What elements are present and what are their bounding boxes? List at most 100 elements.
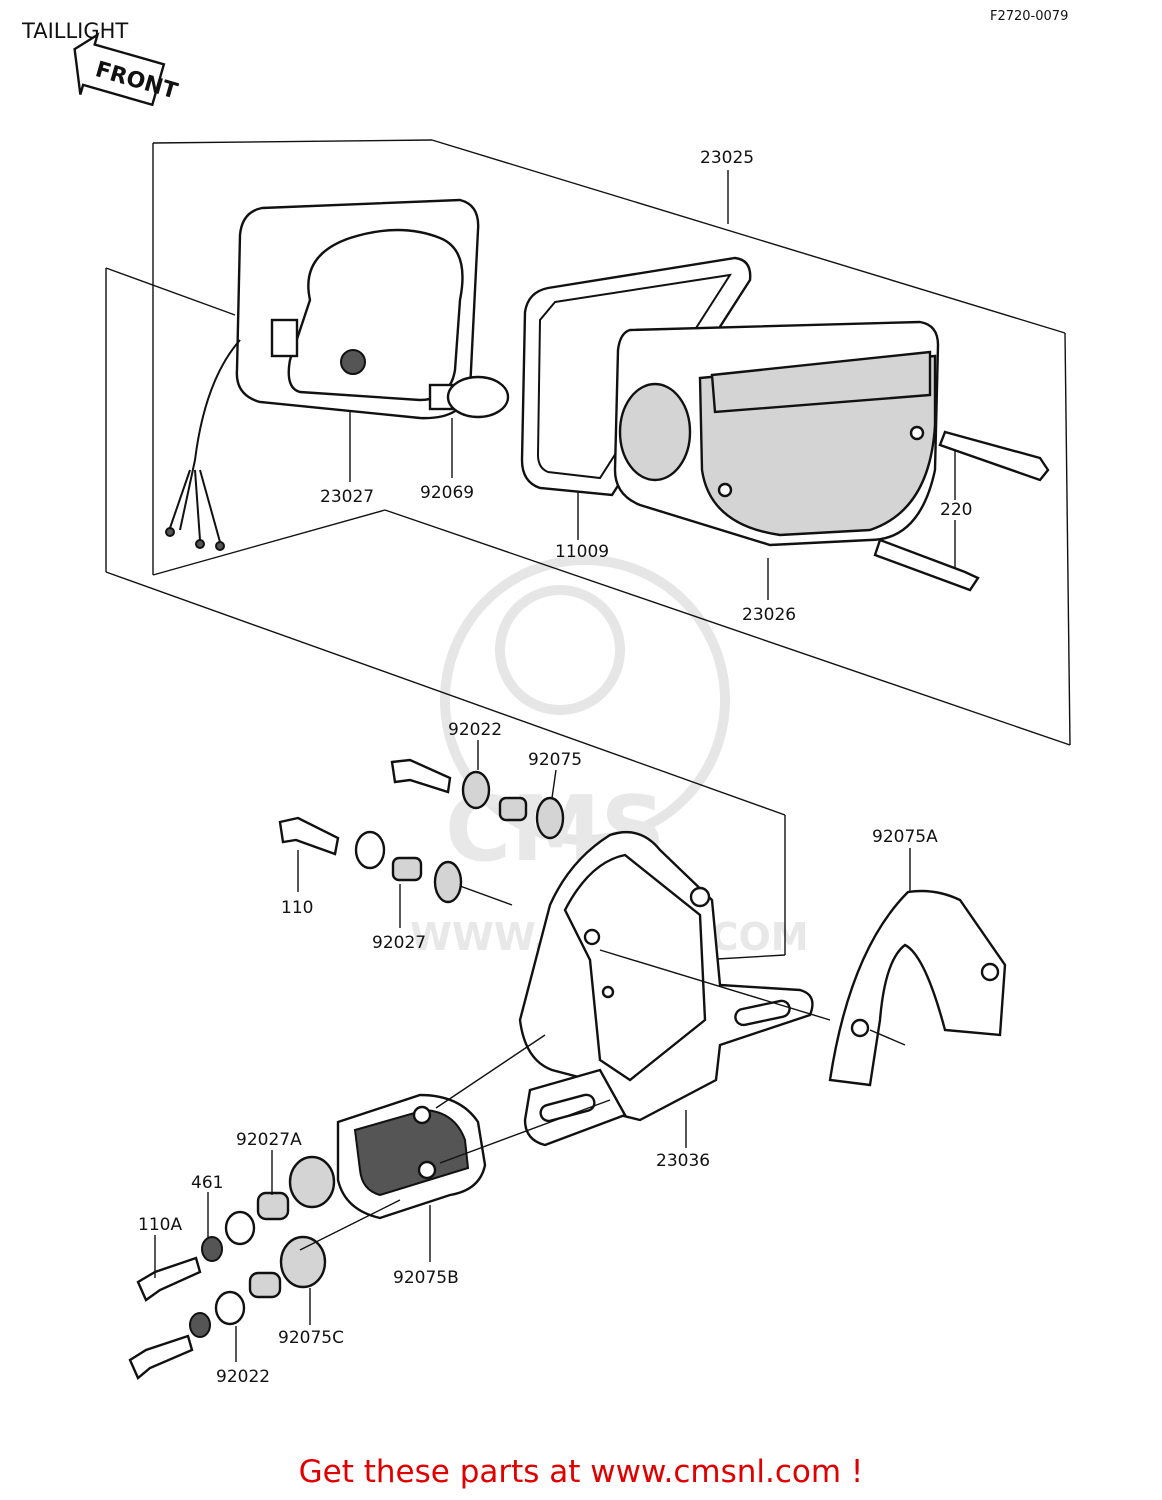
screw-lower [873,538,980,592]
screws-220 [873,430,1050,592]
gasket-inner [536,273,733,480]
label-23036: 23036 [656,1151,710,1171]
bracket-hole-1 [583,928,601,946]
stay-hole-lower [850,1018,870,1038]
diagram-title: TAILLIGHT [21,19,128,43]
leader-bracket-stay [599,949,831,1021]
upper-fasteners [390,740,565,840]
collar-lower-small [248,1271,282,1299]
label-92022-upper: 92022 [448,720,502,740]
wire-3 [199,469,221,543]
wire-1 [169,469,191,529]
collar-92027 [391,856,423,882]
grommet-lower [433,860,463,904]
stay-92075A [828,848,1007,1087]
stay-plate [828,889,1007,1087]
label-92069: 92069 [420,483,474,503]
bolt-upper [390,758,452,794]
lamp-base-inner [287,228,464,402]
bracket-hole-2 [689,886,711,908]
bframe-top-left [105,267,236,316]
wire-terminal-3 [215,541,225,551]
lens-screw-hole-left [717,482,733,498]
grommet-upper-small [288,1155,336,1209]
mount-pin-lower [417,1160,437,1180]
label-92075B: 92075B [393,1268,459,1288]
leader-mount-upper [435,1034,546,1109]
collar-upper [498,796,528,822]
wire-terminal-2 [195,539,205,549]
washer-92022-upper [461,770,491,810]
label-92075C: 92075C [278,1328,344,1348]
lower-fasteners [278,816,513,928]
leader-mount-lower [439,1099,611,1164]
bracket-hole-3 [601,985,615,999]
stay-hole-upper [980,962,1000,982]
figure-code: F2720-0079 [990,9,1068,24]
bracket-inner [563,853,707,1082]
lens-reflector-strip [710,350,932,414]
license-bracket-23036 [518,830,831,1148]
bframe-bottom [105,571,786,816]
mount-rubber [353,1108,470,1197]
leader-92075 [551,769,557,799]
label-92027A: 92027A [236,1130,302,1150]
leader-stay-bolt [869,1029,906,1046]
label-23027: 23027 [320,487,374,507]
assembly-frame-23025 [152,139,1071,746]
label-220: 220 [940,500,972,520]
bolt-110A [136,1256,202,1302]
washer-lower [354,830,386,870]
label-11009: 11009 [555,542,609,562]
promo-banner-link[interactable]: Get these parts at www.cmsnl.com ! [298,1454,864,1490]
label-92075A: 92075A [872,827,938,847]
frame-bottom-edge [384,509,1071,746]
label-92022-lower: 92022 [216,1367,270,1387]
bulb-socket [340,349,366,375]
bulb-glass [446,375,510,419]
wire-harness [179,339,241,531]
washer-upper-small [224,1210,256,1246]
grommet-92075C [279,1235,327,1289]
lower-small-parts [128,1150,401,1380]
part-labels: 23025 23027 92069 11009 220 23026 92022 … [138,148,972,1387]
washer-92022-lower [214,1290,246,1326]
leader-grommet-lower-small [299,1199,401,1251]
wire-2 [194,469,201,541]
watermark-face [495,585,625,715]
frame-top-edge [431,139,1066,334]
lamp-base-23027 [165,198,480,551]
lamp-base-tab [270,318,299,358]
lens-23026 [613,320,940,600]
collar-92027A [256,1191,290,1221]
label-92075: 92075 [528,750,582,770]
mount-pin-upper [412,1105,432,1125]
front-arrow-shape [73,32,166,107]
leader-grommet-lower [459,885,513,906]
nut-lower [189,1312,211,1338]
frame-top-left [152,139,433,144]
front-arrow-icon: FRONT [73,32,180,107]
bulb-92069 [428,375,510,478]
nut-461 [201,1236,223,1262]
bolt-110 [278,816,340,856]
lens-screw-hole-right [909,425,925,441]
reflector-mount-92075B [336,1034,611,1262]
screw-upper [938,430,1050,482]
label-92027: 92027 [372,933,426,953]
label-23026: 23026 [742,605,796,625]
label-110: 110 [281,898,313,918]
label-461: 461 [191,1173,223,1193]
lens-side-reflector [618,382,692,482]
bracket-frame [105,267,786,961]
wire-terminal-1 [165,527,175,537]
frame-bottom-left [152,509,386,576]
grommet-92075-upper [535,796,565,840]
bolt-lower [128,1334,194,1380]
watermark-ring [440,555,730,845]
frame-right-edge [1064,332,1071,746]
label-23025: 23025 [700,148,754,168]
label-110A: 110A [138,1215,182,1235]
